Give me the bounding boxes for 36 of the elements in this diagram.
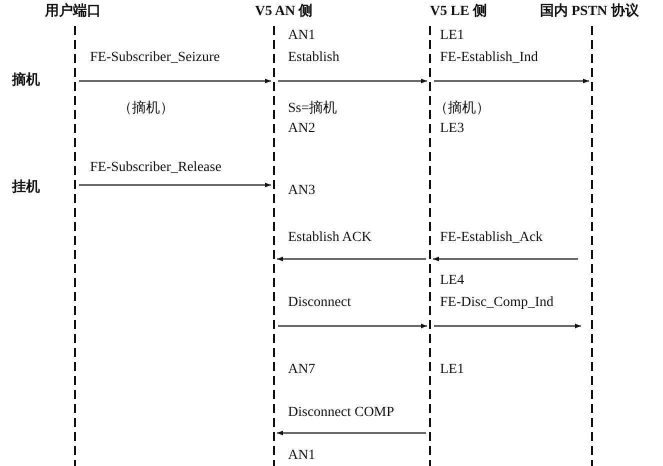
- arrow: [433, 256, 578, 262]
- state-label: AN1: [288, 28, 316, 44]
- message-label: FE-Subscriber_Seizure: [90, 50, 220, 66]
- state-label: AN3: [288, 183, 316, 199]
- arrow: [277, 430, 426, 436]
- lifeline-header: V5 LE 侧: [430, 4, 487, 20]
- state-label: AN1: [288, 448, 316, 464]
- lifeline-header: 用户端口: [45, 4, 101, 20]
- message-label: FE-Disc_Comp_Ind: [440, 295, 554, 311]
- state-label: （摘机）: [118, 101, 174, 117]
- arrow: [277, 256, 426, 262]
- arrow: [434, 78, 589, 84]
- lifeline-header: 国内 PSTN 协议: [540, 4, 639, 20]
- message-label: Establish ACK: [288, 230, 372, 246]
- state-label: Ss=摘机: [288, 101, 338, 117]
- arrow: [278, 324, 427, 328]
- state-label: （摘机）: [434, 101, 490, 117]
- arrow: [434, 324, 581, 328]
- state-label: LE1: [440, 362, 464, 378]
- message-label: Disconnect: [288, 295, 351, 311]
- state-label: AN2: [288, 121, 316, 137]
- message-label: FE-Establish_Ind: [440, 50, 538, 66]
- arrow: [79, 78, 271, 84]
- message-label: Disconnect COMP: [288, 405, 394, 421]
- message-label: FE-Establish_Ack: [440, 230, 543, 246]
- action-label: 挂机: [12, 180, 40, 196]
- arrow: [278, 78, 427, 84]
- message-label: Establish: [288, 50, 340, 66]
- action-label: 摘机: [12, 73, 40, 89]
- state-label: AN7: [288, 362, 316, 378]
- lifeline-header: V5 AN 侧: [255, 4, 313, 20]
- message-label: FE-Subscriber_Release: [90, 160, 222, 176]
- state-label: LE3: [440, 121, 464, 137]
- arrow: [79, 182, 271, 188]
- state-label: LE4: [440, 273, 464, 289]
- state-label: LE1: [440, 28, 464, 44]
